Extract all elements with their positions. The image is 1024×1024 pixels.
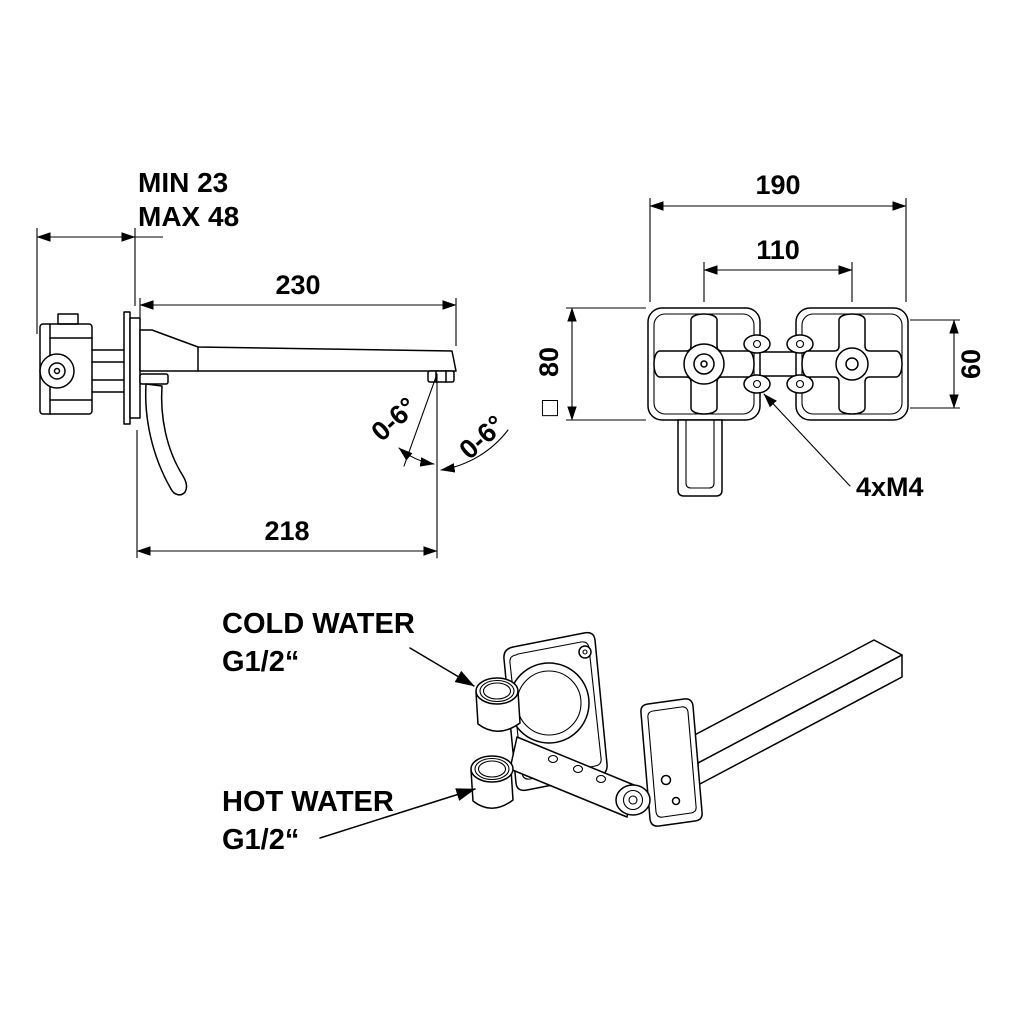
hot-water-leader bbox=[319, 788, 476, 839]
valve-knob-outer bbox=[39, 353, 75, 389]
cold-water-port bbox=[475, 677, 521, 732]
lever-pivot bbox=[139, 373, 169, 385]
small-plate-outer bbox=[640, 698, 703, 827]
spout-outline bbox=[139, 329, 457, 372]
dim-218-label: 218 bbox=[264, 516, 309, 546]
screw-hole-center bbox=[582, 649, 588, 655]
hot-port-thread bbox=[474, 757, 510, 781]
valve-cross-right bbox=[801, 313, 903, 415]
screw-hole bbox=[671, 796, 681, 806]
dim-190-label: 190 bbox=[755, 170, 800, 200]
spout-front bbox=[677, 419, 723, 497]
aerator bbox=[427, 370, 455, 383]
mounting-bar bbox=[743, 334, 814, 394]
screw-note-leader bbox=[763, 393, 851, 487]
spout-side bbox=[139, 329, 457, 496]
concealed-valve-body bbox=[39, 313, 125, 415]
cartridge-housing bbox=[508, 662, 590, 744]
dim-wall-max-label: MAX 48 bbox=[138, 201, 239, 232]
iso-small-plate bbox=[640, 698, 703, 827]
wall-plate-front bbox=[129, 317, 141, 419]
spout-front-inner bbox=[685, 419, 715, 489]
hot-water-port bbox=[470, 755, 514, 809]
manifold-hole bbox=[547, 754, 559, 764]
valve-top-stub bbox=[57, 313, 79, 325]
cartridge-circle bbox=[683, 343, 725, 385]
dim-80-label: 80 bbox=[534, 347, 564, 377]
wall-plate-back bbox=[123, 311, 131, 425]
wall-plate-side bbox=[123, 311, 141, 425]
front-view: 190 110 bbox=[534, 170, 986, 502]
valve-knob-inner bbox=[48, 362, 66, 380]
tube-top-face bbox=[669, 639, 903, 764]
screw-lug bbox=[786, 374, 814, 394]
manifold-hole bbox=[595, 774, 607, 784]
hot-port-bore bbox=[477, 760, 507, 778]
cold-water-label: COLD WATER bbox=[222, 608, 415, 640]
cold-port-rim bbox=[475, 677, 519, 705]
hot-water-label: HOT WATER bbox=[222, 786, 394, 818]
valve-knob-center bbox=[53, 367, 61, 375]
screw-hole bbox=[578, 645, 592, 659]
screw-lug bbox=[743, 334, 771, 354]
lever-handle bbox=[144, 383, 188, 496]
hot-valve-center bbox=[628, 795, 638, 805]
screw bbox=[752, 379, 762, 389]
hot-valve-circle bbox=[622, 789, 644, 811]
cold-water-thread-label: G1/2“ bbox=[222, 646, 299, 678]
screw-lug bbox=[786, 334, 814, 354]
hot-valve-end bbox=[615, 784, 651, 816]
hot-port-rim bbox=[470, 755, 514, 783]
isometric-view: COLD WATER G1/2“ HOT WATER G1/2“ bbox=[222, 608, 903, 856]
spout-front-outer bbox=[677, 419, 723, 497]
dim-230-label: 230 bbox=[275, 270, 320, 300]
cartridge-center bbox=[700, 360, 708, 368]
cold-port-bore bbox=[482, 682, 512, 700]
cartridge-center bbox=[845, 357, 859, 371]
screw-lug bbox=[743, 374, 771, 394]
screw bbox=[795, 339, 805, 349]
screw-hole bbox=[660, 774, 672, 786]
dim-60-label: 60 bbox=[956, 349, 986, 379]
iso-manifold bbox=[509, 736, 651, 818]
screw bbox=[795, 379, 805, 389]
valve-cross-left bbox=[653, 313, 755, 415]
dim-wall-min-label: MIN 23 bbox=[138, 167, 228, 198]
cold-water-leader bbox=[409, 647, 475, 687]
cartridge-circle bbox=[835, 347, 869, 381]
manifold-hole bbox=[572, 764, 584, 774]
screw-note-label: 4xM4 bbox=[856, 472, 924, 502]
hot-water-thread-label: G1/2“ bbox=[222, 824, 299, 856]
manifold-bar bbox=[509, 736, 635, 818]
tilt-angle-indication: 0-6° 0-6° bbox=[365, 373, 511, 559]
cross-outline bbox=[801, 313, 903, 415]
square-symbol: □ bbox=[534, 399, 564, 416]
cartridge-circle-inner bbox=[693, 353, 715, 375]
angle-arc-right bbox=[440, 429, 509, 473]
angle-arc-left bbox=[398, 447, 435, 467]
angle-right-label: 0-6° bbox=[453, 409, 510, 465]
iso-spout-tube bbox=[669, 639, 903, 786]
screw bbox=[752, 339, 762, 349]
side-view: MIN 23 MAX 48 230 bbox=[36, 167, 511, 559]
small-plate-inner bbox=[647, 706, 697, 818]
cold-port-thread bbox=[479, 679, 515, 703]
dim-110-label: 110 bbox=[756, 235, 800, 265]
